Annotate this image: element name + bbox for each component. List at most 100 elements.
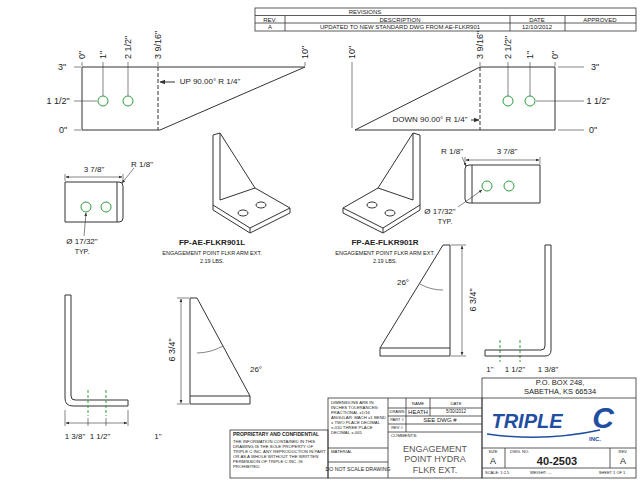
- title-block-cell: WEIGHT: ---: [530, 471, 552, 476]
- drawing-line: [355, 67, 555, 130]
- title-block-cell: NAME: [412, 402, 424, 407]
- drawing-line: [197, 346, 223, 353]
- dimension-label: 6 3/4": [167, 337, 177, 362]
- drawing-line: [525, 96, 535, 106]
- table-cell: DATE: [529, 16, 545, 23]
- drawing-line: [503, 96, 513, 106]
- part-description: ENGAGEMENT POINT FLKR ARM EXT.: [335, 250, 434, 256]
- drawing-line: [305, 62, 306, 66]
- drawing-line: [128, 410, 129, 426]
- dimension-label: 3 9/16": [153, 31, 163, 59]
- drawing-line: [388, 424, 482, 425]
- drawing-line: [65, 295, 128, 406]
- table-cell: DESCRIPTION: [379, 16, 420, 23]
- dimension-label: 2 1/2": [503, 36, 513, 59]
- drawing-line: [74, 67, 81, 68]
- drawing-line: [383, 228, 384, 233]
- drawing-line: [82, 62, 83, 66]
- drawing-line: [420, 284, 443, 290]
- top-view-left: [65, 168, 134, 236]
- dimension-label: Ø 17/32": [66, 237, 97, 246]
- dimension-label: 1 1/2": [505, 365, 526, 374]
- drawing-line: [388, 398, 389, 478]
- drawing-line: [540, 157, 541, 164]
- dimension-label: R 1/8": [441, 147, 463, 156]
- bend-note: UP 90.00° R 1/4": [180, 77, 241, 86]
- drawing-line: [66, 423, 127, 424]
- drawing-line: [101, 202, 111, 212]
- drawing-line: [84, 213, 86, 236]
- dimension-label: Ø 17/32": [424, 207, 455, 216]
- dimension-label: TYP.: [75, 248, 90, 256]
- part-weight: 2.19 LBS.: [373, 258, 397, 264]
- drawing-line: [378, 133, 420, 188]
- company-logo: C: [592, 401, 614, 436]
- title-block-cell: SHEET 1 OF 1: [599, 471, 626, 476]
- drawing-line: [352, 62, 353, 128]
- drawing-line: [65, 182, 123, 222]
- part-number: FP-AE-FLKR901R: [351, 238, 418, 247]
- title-block-cell: MATERIAL: [331, 450, 352, 455]
- isometric-view-right: [343, 133, 420, 233]
- drawing-line: [328, 398, 482, 478]
- drawing-line: [230, 430, 328, 478]
- drawing-title: ENGAGEMENT POINT HYDRA FLKR EXT.: [392, 444, 478, 475]
- dimension-label: 1": [154, 432, 161, 441]
- dimension-label: 26°: [397, 278, 409, 287]
- title-block-cell: SCALE: 1:2.5: [485, 471, 509, 476]
- drawing-line: [388, 416, 482, 417]
- drawing-number: 40-2503: [537, 455, 577, 468]
- flat-pattern-right: [352, 62, 584, 130]
- table-cell: UPDATED TO NEW STANDARD DWG FROM AE-FLKR…: [320, 24, 480, 31]
- drawing-line: [117, 182, 118, 222]
- dimension-label: 0": [59, 125, 67, 135]
- drawing-line: [388, 432, 482, 433]
- drawing-line: [98, 96, 108, 106]
- drawing-line: [213, 135, 214, 205]
- dimension-label: 6 3/4": [468, 287, 478, 312]
- drawing-line: [128, 62, 129, 96]
- drawing-line: [530, 62, 531, 96]
- part-weight: 2.19 LBS.: [200, 258, 224, 264]
- title-block: [230, 378, 636, 478]
- dimension-label: 0": [550, 51, 560, 59]
- dimension-label: R 1/8": [131, 160, 153, 169]
- note-text: THE INFORMATION CONTAINED IN THIS DRAWIN…: [233, 440, 326, 470]
- title-block-cell: REV #: [391, 426, 403, 431]
- drawing-line: [74, 130, 81, 131]
- drawing-line: [74, 101, 97, 102]
- top-view-right: [458, 157, 540, 207]
- dimension-label: 1": [525, 51, 535, 59]
- drawing-line: [255, 8, 636, 31]
- dimension-label: 3 9/16": [475, 31, 485, 59]
- title-block-cell: DO NOT SCALE DRAWING: [326, 467, 391, 473]
- drawing-line: [462, 246, 463, 355]
- drawing-line: [255, 23, 636, 24]
- drawing-line: [238, 210, 248, 216]
- drawing-line: [504, 181, 514, 191]
- drawing-line: [558, 67, 584, 68]
- drawing-line: [123, 174, 124, 181]
- title-block-cell: REV.: [619, 450, 628, 455]
- drawing-line: [482, 398, 636, 399]
- dimension-label: 1 3/8": [65, 432, 86, 441]
- drawing-line: [123, 96, 133, 106]
- drawing-line: [158, 62, 159, 66]
- drawing-line: [385, 210, 395, 216]
- dimension-label: 1": [486, 365, 493, 374]
- drawing-line: [213, 133, 255, 188]
- drawing-line: [82, 67, 305, 130]
- dimension-label: 10": [347, 46, 357, 59]
- drawing-line: [103, 62, 104, 96]
- dimension-label: 0": [589, 125, 597, 135]
- title-block-cell: PART #: [390, 418, 404, 423]
- drawing-line: [122, 168, 134, 183]
- drawing-line: [220, 133, 221, 200]
- drawing-line: [471, 120, 479, 121]
- drawing-line: [213, 205, 290, 233]
- drawing-line: [367, 202, 377, 208]
- table-cell: REV.: [263, 16, 276, 23]
- title-block-cell: A: [620, 456, 626, 466]
- dimension-label: 2 1/2": [123, 36, 133, 59]
- drawing-line: [158, 67, 159, 130]
